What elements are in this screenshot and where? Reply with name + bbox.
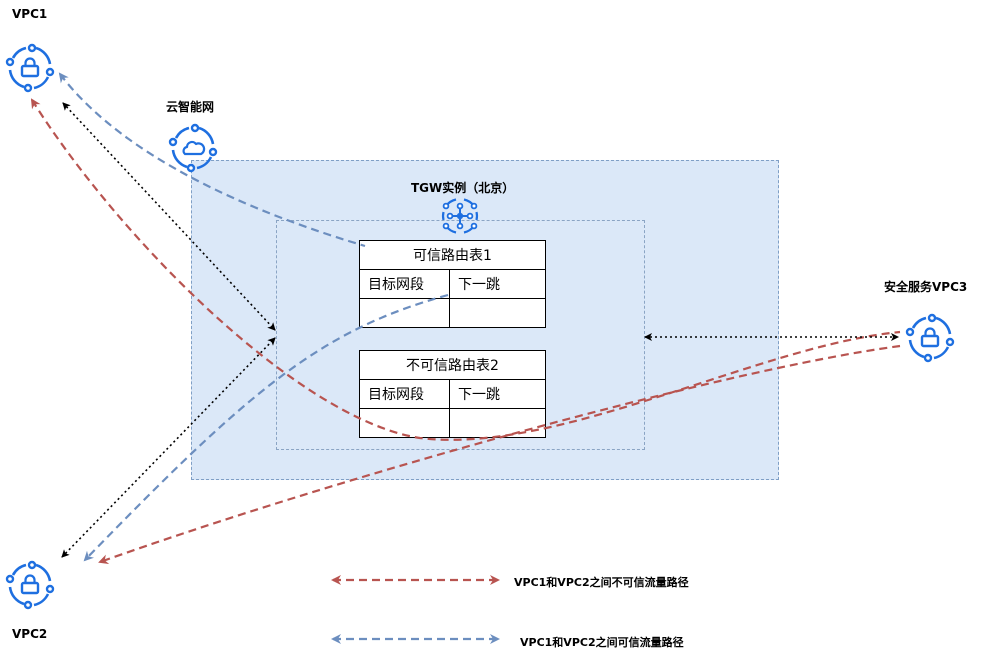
- route-table-header-dest: 目标网段: [359, 269, 450, 299]
- trusted-flow-path-table-vpc2: [83, 293, 449, 562]
- vpc2-vpc-lock-icon: [5, 560, 55, 610]
- tgw-instance-label: TGW实例（北京）: [411, 181, 515, 195]
- vpc3-label: 安全服务VPC3: [884, 280, 968, 294]
- route-table-cell: [359, 408, 450, 438]
- route-table-trusted: 可信路由表1 目标网段 下一跳: [359, 240, 546, 328]
- route-table-cell: [449, 408, 546, 438]
- vpc1-vpc-lock-icon: [5, 43, 55, 93]
- vpc1-label: VPC1: [12, 7, 48, 21]
- route-table-header-nexthop: 下一跳: [449, 379, 546, 409]
- attachment-vpc2-tgw: [61, 337, 276, 558]
- tgw-hub-icon: [441, 198, 479, 234]
- legend-untrusted-label: VPC1和VPC2之间不可信流量路径: [514, 576, 689, 589]
- legend-trusted-label: VPC1和VPC2之间可信流量路径: [520, 636, 684, 649]
- cloud-network-label: 云智能网: [166, 100, 215, 114]
- vpc2-label: VPC2: [12, 627, 48, 641]
- route-table-cell: [449, 298, 546, 328]
- vpc3-vpc-lock-icon: [905, 313, 955, 363]
- route-table-untrusted: 不可信路由表2 目标网段 下一跳: [359, 350, 546, 438]
- attachment-vpc1-tgw: [62, 102, 276, 331]
- untrusted-flow-path-vpc1-vpc3: [30, 98, 901, 441]
- untrusted-flow-path-vpc3-vpc2: [98, 344, 901, 565]
- route-table-cell: [359, 298, 450, 328]
- cloud-network-icon: [168, 123, 218, 173]
- route-table-title: 可信路由表1: [359, 240, 546, 270]
